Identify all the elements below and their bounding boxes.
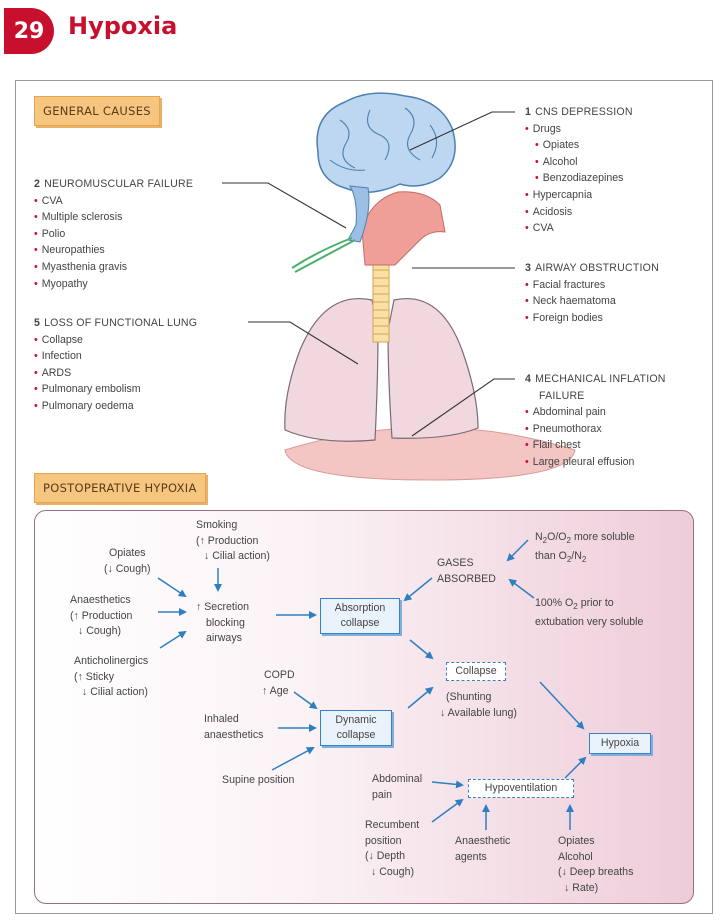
list-item: •Pulmonary embolism: [34, 383, 141, 396]
opiates-cause: Opiates(↓ Cough): [104, 547, 151, 575]
page-title: Hypoxia: [68, 12, 178, 40]
list-item: •Flail chest: [525, 439, 581, 452]
list-item: •Polio: [34, 227, 66, 240]
list-item: •Pneumothorax: [525, 422, 602, 435]
list-item: •Large pleural effusion: [525, 455, 635, 468]
list-item: •Drugs: [525, 122, 561, 135]
arrow-n2o: [506, 539, 529, 562]
list-item: •Opiates: [535, 139, 580, 152]
o2-prior-extubation-note: 100% O2 prior to extubation very soluble: [535, 597, 644, 628]
list-item: •Infection: [34, 350, 82, 363]
smoking-cause: Smoking(↑ Production↓ Cilial action): [196, 519, 270, 562]
list-item: •Myasthenia gravis: [34, 260, 128, 273]
list-item: •Abdominal pain: [525, 406, 606, 419]
arrow-absorption-to-collapse: [409, 639, 434, 660]
list-item: •Myopathy: [34, 277, 88, 290]
anticholinergics-cause: Anticholinergics(↑ Sticky↓ Cilial action…: [74, 655, 149, 698]
collapse-box: Collapse: [446, 662, 506, 681]
arrow-dynamic-to-collapse: [407, 686, 434, 709]
list-item: •Foreign bodies: [525, 311, 603, 324]
list-item: •CVA: [525, 222, 554, 235]
list-item: •Benzodiazepines: [535, 172, 624, 185]
mechanical-leader-line: [411, 378, 515, 437]
chapter-number-badge: 29: [4, 8, 54, 54]
list-item: •Neuropathies: [34, 244, 105, 257]
upper-airway-illustration: [361, 191, 446, 266]
brain-illustration: [316, 92, 456, 193]
right-lung-illustration: [387, 298, 479, 439]
arrow-hypoventilation-to-hypoxia: [564, 756, 587, 779]
list-item: •Multiple sclerosis: [34, 211, 123, 224]
list-item: •Hypercapnia: [525, 188, 593, 201]
cns-num: 1: [525, 106, 532, 118]
list-item: •Neck haematoma: [525, 295, 616, 308]
arrow-abdominal: [431, 780, 464, 789]
cns-title: CNS DEPRESSION: [535, 106, 633, 118]
anaesthetics-cause: Anaesthetics(↑ Production↓ Cough): [70, 594, 133, 637]
list-item: •ARDS: [34, 366, 72, 379]
list-item: •Facial fractures: [525, 278, 606, 291]
mechanical-heading-line2: FAILURE: [539, 389, 585, 402]
shunting-note: (Shunting↓ Available lung): [440, 691, 517, 719]
arrow-collapse-to-hypoxia: [539, 681, 585, 730]
list-item: •Acidosis: [525, 205, 573, 218]
supine-position-cause: Supine position: [222, 774, 295, 786]
neuromuscular-leader-line: [222, 182, 347, 229]
cns-leader-line: [409, 111, 515, 151]
general-causes-tab: GENERAL CAUSES: [34, 96, 160, 126]
arrow-recumbent: [431, 798, 464, 823]
spinal-nerves-illustration: [291, 237, 356, 273]
copd-age-cause: COPD↑ Age: [262, 669, 295, 697]
list-item: •Pulmonary oedema: [34, 399, 134, 412]
arrow-copd: [293, 691, 318, 710]
n2o-o2-note: N2O/O2 more soluble than O2/N2: [535, 531, 635, 564]
list-item: •Alcohol: [535, 155, 578, 168]
hypoxia-box: Hypoxia: [589, 733, 651, 754]
arrow-supine: [271, 747, 315, 771]
list-item: •Collapse: [34, 333, 83, 346]
arrow-gases-to-absorption: [403, 577, 433, 602]
hypoventilation-box: Hypoventilation: [468, 779, 574, 798]
lung-leader-line: [248, 321, 359, 365]
postoperative-hypoxia-tab: POSTOPERATIVE HYPOXIA: [34, 473, 206, 503]
arrow-anticholinergics: [159, 630, 187, 649]
postoperative-flow-panel: [34, 510, 694, 904]
left-lung-illustration: [284, 298, 379, 442]
arrow-opiates: [157, 577, 187, 598]
list-item: •CVA: [34, 194, 63, 207]
arrow-100o2: [508, 578, 535, 599]
